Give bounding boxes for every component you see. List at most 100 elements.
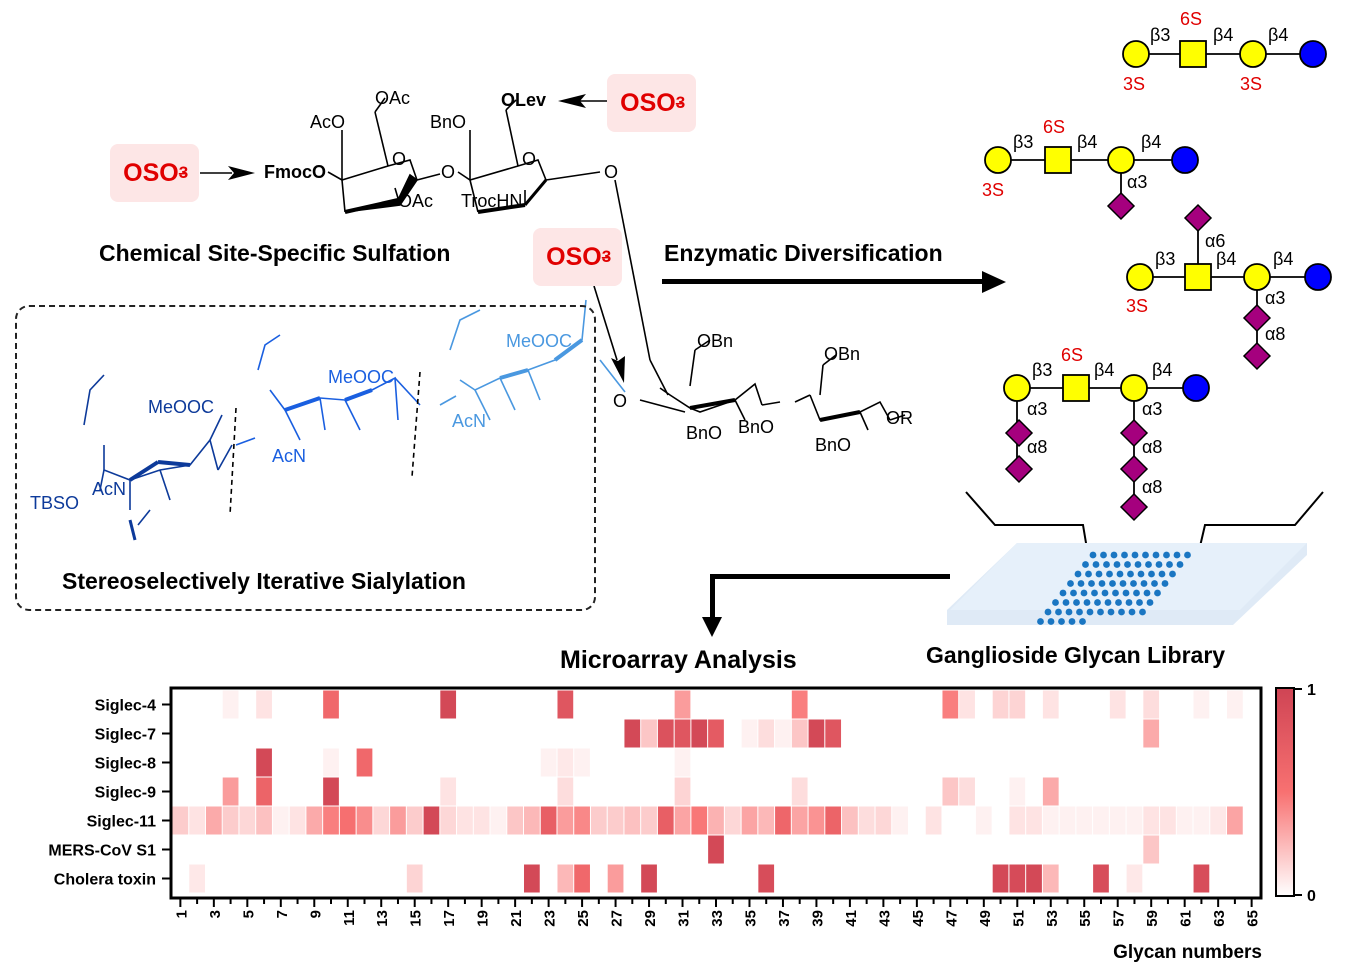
heatmap-frame: [169, 686, 1263, 900]
bno-label-3: BnO: [815, 435, 852, 455]
heatmap-cell: [256, 777, 272, 806]
heatmap-cell: [875, 806, 892, 835]
neu5ac-icon: [1119, 492, 1149, 522]
heatmap-cell: [323, 690, 339, 719]
gal-icon: [1107, 146, 1135, 174]
heatmap-cell: [222, 777, 239, 806]
linkage-label: β4: [1268, 25, 1289, 45]
heatmap-cell: [356, 748, 373, 777]
array-spot: [1094, 599, 1101, 606]
gal-icon: [1239, 40, 1267, 68]
neu5ac-icon: [1242, 341, 1272, 371]
heatmap-cell: [239, 806, 256, 835]
heatmap-cell: [256, 806, 272, 835]
heatmap-cell: [356, 806, 373, 835]
heatmap-cell: [1143, 690, 1160, 719]
heatmap-cell: [1227, 690, 1243, 719]
array-spot: [1052, 599, 1059, 606]
heatmap-cell: [1093, 864, 1109, 893]
linkage-label: β3: [1155, 249, 1176, 269]
glycan-structure-1: [1122, 40, 1327, 68]
heatmap-cell: [674, 690, 691, 719]
array-spot: [1143, 589, 1151, 597]
array-spot: [1110, 551, 1118, 559]
enzymatic-arrow: [662, 271, 1006, 293]
array-spot: [1161, 580, 1169, 587]
fmoco-label: FmocO: [264, 162, 327, 182]
x-tick-label: 63: [1211, 910, 1228, 927]
heatmap-cell: [992, 690, 1009, 719]
heatmap-cell: [674, 748, 691, 777]
heatmap-cell: [1227, 806, 1243, 835]
sulfate-label: 3S: [1240, 74, 1263, 94]
heatmap-cell: [524, 864, 540, 893]
sulfate-label: 3S: [1123, 74, 1146, 94]
heatmap-cell: [323, 806, 339, 835]
linkage-label: β4: [1216, 249, 1237, 269]
heatmap-cell: [373, 806, 390, 835]
heatmap-cell: [1059, 806, 1076, 835]
heatmap-cell: [1026, 864, 1042, 893]
array-spot: [1122, 589, 1130, 597]
array-spot: [1058, 618, 1065, 625]
trochn-label: TrocHN: [461, 191, 523, 211]
heatmap-cell: [892, 806, 908, 835]
array-spot: [1155, 561, 1163, 568]
heatmap-cell: [1076, 806, 1093, 835]
array-spot: [1103, 561, 1110, 568]
linkage-label: α3: [1127, 172, 1148, 192]
array-spot: [1137, 570, 1145, 578]
array-spot: [1067, 580, 1074, 587]
neu5ac-icon: [1119, 454, 1149, 484]
heatmap-cell: [574, 864, 590, 893]
heatmap-cell: [624, 719, 641, 748]
glc-icon: [1171, 146, 1199, 174]
y-tick-label: Siglec-11: [87, 814, 156, 831]
sulfation-arrows: [200, 94, 625, 383]
sialylation-box: [15, 305, 596, 611]
array-spot: [1100, 551, 1107, 559]
heatmap-cell: [858, 806, 875, 835]
glc-icon: [1182, 374, 1210, 402]
heatmap-cell: [741, 719, 758, 748]
heatmap-cell: [1143, 719, 1160, 748]
heatmap-cell: [323, 777, 339, 806]
linkage-label: β3: [1013, 132, 1034, 152]
heatmap-cell: [189, 864, 205, 893]
heatmap-cell: [1160, 806, 1176, 835]
ring-o2-label: O: [522, 149, 537, 169]
glycan-structure-4: [1003, 374, 1210, 522]
glcnac-icon: [1184, 263, 1212, 291]
array-spot: [1124, 561, 1131, 568]
array-spot: [1116, 570, 1124, 578]
array-spot: [1176, 561, 1184, 568]
obn-label-1: OBn: [697, 331, 734, 351]
heatmap-cell: [1042, 777, 1059, 806]
anomeric-o-label: O: [604, 162, 619, 182]
heatmap-cell: [758, 719, 775, 748]
heatmap-cell: [691, 806, 708, 835]
array-spot: [1121, 551, 1128, 559]
colorbar: [1275, 687, 1295, 897]
y-tick-label: Cholera toxin: [54, 872, 156, 889]
acn-label-2: AcN: [272, 446, 307, 466]
heatmap-cell: [406, 806, 423, 835]
linkage-label: β4: [1141, 132, 1162, 152]
heatmap-cell: [1193, 864, 1210, 893]
sulfate-label: 3S: [982, 180, 1005, 200]
heatmap-cell: [825, 719, 842, 748]
heatmap-cell: [791, 777, 808, 806]
disaccharide-skeleton: [327, 97, 669, 396]
heatmap-cell: [540, 748, 557, 777]
bno-label: BnO: [430, 112, 467, 132]
neu5ac-icon: [1106, 191, 1136, 221]
heatmap-cell: [1042, 690, 1059, 719]
array-spot: [1146, 599, 1154, 606]
heatmap-cell: [457, 806, 473, 835]
array-spot: [1083, 599, 1091, 606]
heatmap-cell: [1009, 864, 1026, 893]
heatmap-cell: [1143, 835, 1160, 864]
heatmap-cell: [775, 719, 791, 748]
